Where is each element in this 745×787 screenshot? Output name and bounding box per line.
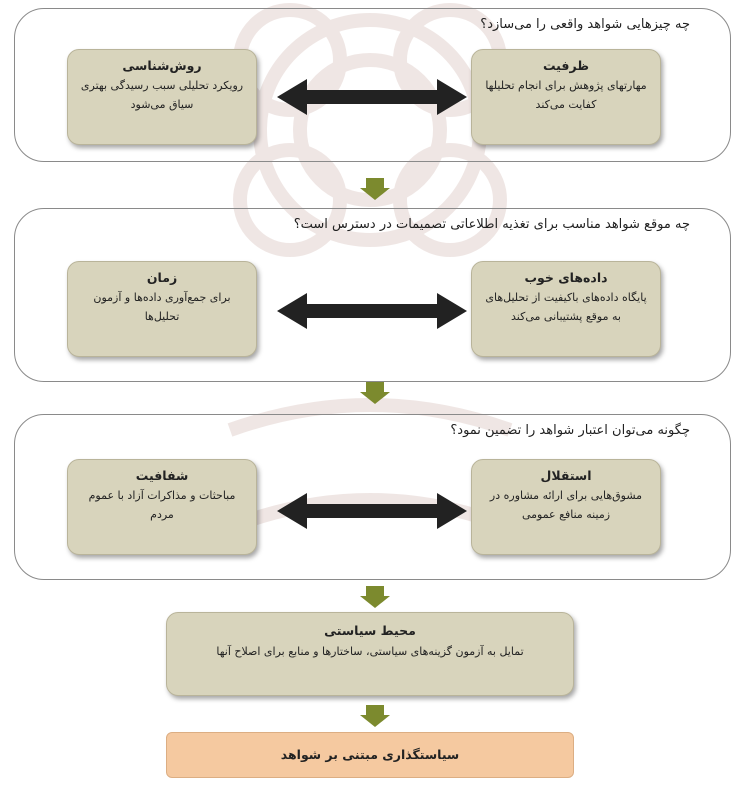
section-2-left-body: برای جمع‌آوری داده‌ها و آزمون تحلیل‌ها — [93, 291, 231, 323]
section-1-left-box: روش‌شناسی رویکرد تحلیلی سبب رسیدگی بهتری… — [67, 49, 257, 145]
section-2-right-body: پایگاه داده‌های باکیفیت از تحلیل‌های به … — [485, 291, 647, 323]
section-3-right-box: استقلال مشوق‌هایی برای ارائه مشاوره در ز… — [471, 459, 661, 555]
double-arrow-icon — [277, 79, 467, 115]
section-2-right-title: داده‌های خوب — [524, 270, 608, 285]
down-arrow-icon — [360, 586, 390, 608]
section-3-left-body: مباحثات و مذاکرات آزاد با عموم مردم — [88, 489, 236, 521]
section-3-right-title: استقلال — [540, 468, 592, 483]
down-arrow-icon — [360, 382, 390, 404]
section-2-left-title: زمان — [146, 270, 178, 285]
evidence-based-policymaking-box: سیاستگذاری مبتنی بر شواهد — [166, 732, 574, 778]
down-arrow-icon — [360, 705, 390, 727]
section-1-right-box: ظرفیت مهارتهای پژوهش برای انجام تحلیلها … — [471, 49, 661, 145]
section-2-panel: چه موقع شواهد مناسب برای تغذیه اطلاعاتی … — [14, 208, 731, 382]
section-3-right-body: مشوق‌هایی برای ارائه مشاوره در زمینه منا… — [489, 489, 643, 521]
section-1-left-body: رویکرد تحلیلی سبب رسیدگی بهتری سیاق می‌ش… — [80, 79, 244, 111]
policy-environment-body: تمایل به آزمون گزینه‌های سیاستی، ساختاره… — [216, 645, 524, 658]
section-1-right-body: مهارتهای پژوهش برای انجام تحلیلها کفایت … — [485, 79, 647, 111]
section-2-question: چه موقع شواهد مناسب برای تغذیه اطلاعاتی … — [293, 217, 690, 232]
section-2-right-box: داده‌های خوب پایگاه داده‌های باکیفیت از … — [471, 261, 661, 357]
section-1-left-title: روش‌شناسی — [122, 58, 202, 73]
section-1-right-title: ظرفیت — [542, 58, 590, 73]
section-3-left-box: شفافیت مباحثات و مذاکرات آزاد با عموم مر… — [67, 459, 257, 555]
section-2-left-box: زمان برای جمع‌آوری داده‌ها و آزمون تحلیل… — [67, 261, 257, 357]
double-arrow-icon — [277, 293, 467, 329]
section-1-panel: چه چیزهایی شواهد واقعی را می‌سازد؟ روش‌ش… — [14, 8, 731, 162]
section-3-panel: چگونه می‌توان اعتبار شواهد را تضمین نمود… — [14, 414, 731, 580]
policy-environment-title: محیط سیاستی — [324, 623, 416, 638]
policy-environment-box: محیط سیاستی تمایل به آزمون گزینه‌های سیا… — [166, 612, 574, 696]
section-1-question: چه چیزهایی شواهد واقعی را می‌سازد؟ — [480, 17, 690, 32]
final-label: سیاستگذاری مبتنی بر شواهد — [280, 747, 460, 762]
section-3-left-title: شفافیت — [135, 468, 189, 483]
section-3-question: چگونه می‌توان اعتبار شواهد را تضمین نمود… — [450, 423, 690, 438]
double-arrow-icon — [277, 493, 467, 529]
down-arrow-icon — [360, 178, 390, 200]
